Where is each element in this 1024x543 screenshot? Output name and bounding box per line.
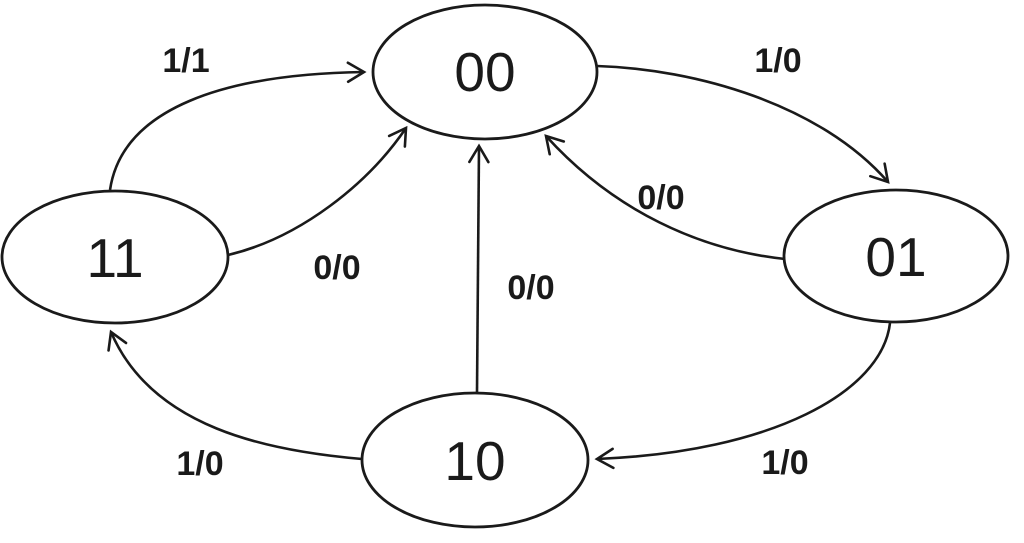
arrow-00-to-01 — [596, 64, 890, 184]
transition-edges — [107, 61, 892, 470]
transition-label-10-to-11: 1/0 — [176, 445, 223, 483]
transition-label-01-to-00: 0/0 — [637, 179, 684, 217]
arrow-10-to-11 — [107, 329, 363, 461]
arrow-10-to-00 — [468, 143, 490, 393]
state-00-label: 00 — [454, 41, 515, 103]
state-01-label: 01 — [865, 226, 926, 288]
transition-label-10-to-00: 0/0 — [507, 269, 554, 307]
state-00-ellipse — [371, 3, 599, 141]
state-10: 10 — [360, 391, 590, 529]
state-11-label: 11 — [86, 227, 143, 289]
state-10-label: 10 — [444, 430, 505, 492]
state-11: 11 — [0, 189, 230, 325]
state-10-ellipse — [360, 391, 590, 529]
state-01-ellipse — [782, 188, 1010, 324]
arrow-11-to-00-input-0 — [227, 125, 408, 257]
state-01: 01 — [782, 188, 1010, 324]
transition-labels: 1/1 1/0 0/0 0/0 0/0 1/0 1/0 — [162, 42, 808, 483]
transition-label-11-to-00-0: 0/0 — [313, 249, 360, 287]
transition-label-01-to-10: 1/0 — [761, 444, 808, 482]
state-nodes: 00 01 10 11 — [0, 3, 1010, 529]
state-00: 00 — [371, 3, 599, 141]
arrow-11-to-00-input-1 — [108, 61, 367, 191]
transition-label-11-to-00-1: 1/1 — [162, 42, 209, 80]
arrow-01-to-10 — [594, 322, 892, 470]
arrow-01-to-00 — [544, 134, 786, 261]
state-11-ellipse — [0, 189, 230, 325]
transition-label-00-to-01: 1/0 — [754, 42, 801, 80]
